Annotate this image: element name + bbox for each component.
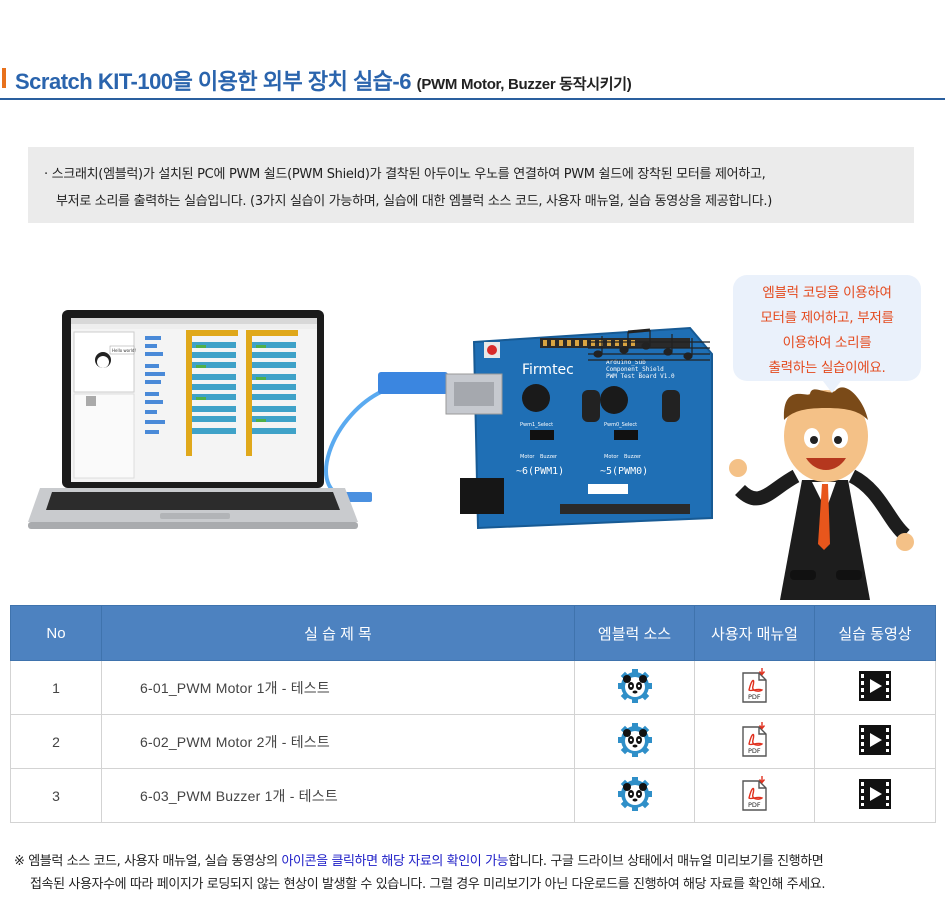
description-line-2: 부저로 소리를 출력하는 실습입니다. (3가지 실습이 가능하며, 실습에 대…	[56, 194, 772, 209]
pwm1-select-label: Pwm1_Select	[520, 422, 553, 428]
page-header: Scratch KIT-100을 이용한 외부 장치 실습-6 (PWM Mot…	[0, 62, 945, 100]
buzzer-label-2: Buzzer	[624, 454, 642, 460]
bubble-line-2: 모터를 제어하고, 부저를	[760, 310, 894, 326]
board-brand: Firmtec	[522, 362, 574, 378]
buzzer-label-1: Buzzer	[540, 454, 558, 460]
row-number: 1	[10, 660, 102, 715]
pdf-manual-icon[interactable]: PDF	[740, 668, 770, 707]
col-header-manual: 사용자 매뉴얼	[694, 605, 815, 661]
note-part-1: ※ 엠블럭 소스 코드, 사용자 매뉴얼, 실습 동영상의	[14, 854, 282, 869]
row-title: 6-02_PWM Motor 2개 - 테스트	[101, 714, 575, 769]
pdf-manual-icon[interactable]: PDF	[740, 722, 770, 761]
board-label-1: Arduino_Sub	[606, 359, 646, 366]
practice-table: No 실 습 제 목 엠블럭 소스 사용자 매뉴얼 실습 동영상 1 6-01_…	[10, 605, 936, 823]
mblock-source-icon[interactable]	[617, 776, 653, 815]
table-row: 3 6-03_PWM Buzzer 1개 - 테스트 PDF	[10, 768, 936, 823]
pdf-label: PDF	[748, 693, 761, 701]
speech-bubble: 엠블럭 코딩을 이용하여 모터를 제어하고, 부저를 이용하여 소리를 출력하는…	[733, 275, 921, 393]
table-row: 2 6-02_PWM Motor 2개 - 테스트 PDF	[10, 714, 936, 769]
pdf-label: PDF	[748, 801, 761, 809]
page-subtitle: (PWM Motor, Buzzer 동작시키기)	[416, 76, 632, 93]
video-icon[interactable]	[858, 777, 892, 814]
page-title: Scratch KIT-100을 이용한 외부 장치 실습-6 (PWM Mot…	[15, 64, 632, 96]
motor-label-2: Motor	[604, 454, 619, 460]
usb-cable	[324, 380, 456, 501]
music-notes-icon	[588, 328, 710, 361]
pdf-manual-icon[interactable]: PDF	[740, 776, 770, 815]
footer-note: ※ 엠블럭 소스 코드, 사용자 매뉴얼, 실습 동영상의 아이콘을 클릭하면 …	[14, 850, 826, 896]
row-title: 6-01_PWM Motor 1개 - 테스트	[101, 660, 575, 715]
bubble-line-4: 출력하는 실습이에요.	[768, 360, 886, 376]
mblock-source-icon[interactable]	[617, 722, 653, 761]
table-row: 1 6-01_PWM Motor 1개 - 테스트 PDF	[10, 660, 936, 715]
hero-illustration: Hello world!	[0, 270, 945, 600]
description-box: · 스크래치(엠블럭)가 설치된 PC에 PWM 쉴드(PWM Shield)가…	[28, 147, 914, 223]
row-number: 3	[10, 768, 102, 823]
pdf-label: PDF	[748, 747, 761, 755]
col-header-source: 엠블럭 소스	[574, 605, 695, 661]
mblock-source-icon[interactable]	[617, 668, 653, 707]
board-label-3: PWM Test Board V1.0	[606, 373, 675, 380]
usb-plug	[378, 372, 448, 394]
motor-label-1: Motor	[520, 454, 535, 460]
board-label-2: Component_Shield	[606, 366, 664, 373]
note-part-2: 합니다. 구글 드라이브 상태에서 매뉴얼 미리보기를 진행하면	[508, 854, 824, 869]
pwm1-label: ~6(PWM1)	[516, 466, 564, 477]
bubble-line-3: 이용하여 소리를	[782, 335, 872, 351]
video-icon[interactable]	[858, 669, 892, 706]
sprite-speech: Hello world!	[112, 348, 136, 353]
col-header-video: 실습 동영상	[814, 605, 936, 661]
illustration-svg: Hello world!	[28, 310, 914, 600]
arduino-pwm-shield: Firmtec Arduino_Sub Component_Shield PWM…	[445, 326, 713, 530]
description-line-1: · 스크래치(엠블럭)가 설치된 PC에 PWM 쉴드(PWM Shield)가…	[44, 167, 766, 182]
title-text: Scratch KIT-100을 이용한 외부 장치 실습-6	[15, 69, 412, 94]
table-header-row: No 실 습 제 목 엠블럭 소스 사용자 매뉴얼 실습 동영상	[10, 605, 936, 661]
pwm0-select-label: Pwm0_Select	[604, 422, 637, 428]
laptop: Hello world!	[28, 310, 358, 529]
note-line-1: ※ 엠블럭 소스 코드, 사용자 매뉴얼, 실습 동영상의 아이콘을 클릭하면 …	[14, 850, 825, 873]
cartoon-character	[729, 387, 914, 600]
row-title: 6-03_PWM Buzzer 1개 - 테스트	[101, 768, 575, 823]
col-header-no: No	[10, 605, 102, 661]
note-line-2: 접속된 사용자수에 따라 페이지가 로딩되지 않는 현상이 발생할 수 있습니다…	[30, 877, 826, 892]
note-highlight: 아이콘을 클릭하면 해당 자료의 확인이 가능	[281, 854, 509, 869]
bubble-line-1: 엠블럭 코딩을 이용하여	[762, 285, 892, 301]
video-icon[interactable]	[858, 723, 892, 760]
row-number: 2	[10, 714, 102, 769]
col-header-title: 실 습 제 목	[101, 605, 575, 661]
title-marker	[2, 68, 6, 88]
pwm0-label: ~5(PWM0)	[600, 466, 648, 477]
